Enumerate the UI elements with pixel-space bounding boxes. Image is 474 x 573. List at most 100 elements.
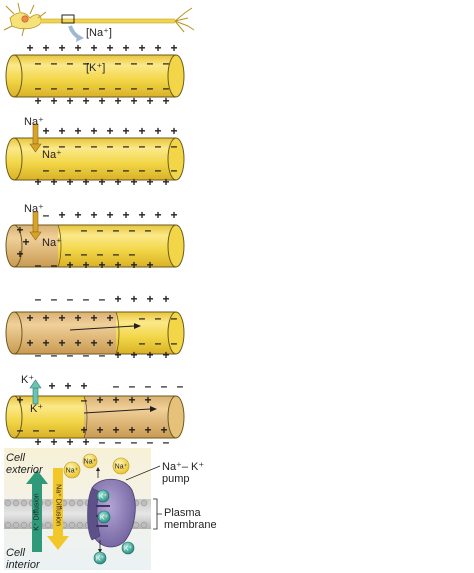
k-label-axon5-inside: K⁺: [30, 403, 44, 415]
outer-plus-sign: +: [146, 292, 153, 306]
inner-plus-sign: +: [80, 423, 87, 437]
na-ion-label: Na⁺: [66, 468, 79, 475]
outer-plus-sign: +: [80, 379, 87, 393]
zoom-box: [61, 14, 75, 24]
outer-minus-sign: –: [35, 292, 42, 306]
inner-plus-sign: +: [144, 423, 151, 437]
outer-plus-sign: +: [34, 94, 41, 108]
na-k-pump: [87, 478, 136, 548]
neuron-illustration: [3, 2, 195, 37]
inner-plus-sign: +: [90, 311, 97, 325]
outer-minus-sign: –: [145, 379, 152, 393]
inner-minus-sign: –: [81, 223, 88, 237]
outer-plus-sign: +: [122, 124, 129, 138]
inner-minus-sign: –: [75, 163, 82, 177]
k-ion-label: K⁺: [124, 546, 133, 553]
outer-plus-sign: +: [154, 124, 161, 138]
outer-minus-sign: –: [161, 379, 168, 393]
outer-plus-sign: +: [170, 41, 177, 55]
outer-plus-sign: +: [130, 258, 137, 272]
outer-minus-sign: –: [35, 348, 42, 362]
inner-minus-sign: –: [139, 311, 146, 325]
inner-minus-sign: –: [35, 81, 42, 95]
lipid-head: [76, 499, 84, 507]
outer-minus-sign: –: [51, 292, 58, 306]
outer-minus-sign: –: [67, 348, 74, 362]
inner-minus-sign: –: [171, 139, 178, 153]
k-ion: [121, 541, 135, 555]
outer-plus-sign: +: [106, 41, 113, 55]
inner-plus-sign: +: [96, 423, 103, 437]
k-label-axon5-outside: K⁺: [21, 374, 35, 386]
outer-plus-sign: +: [42, 124, 49, 138]
lipid-head: [20, 521, 28, 529]
outer-minus-sign: –: [99, 292, 106, 306]
inner-minus-sign: –: [171, 311, 178, 325]
lipid-head: [68, 499, 76, 507]
lipid-head: [68, 521, 76, 529]
outer-plus-sign: +: [146, 94, 153, 108]
outer-plus-sign: +: [130, 292, 137, 306]
outer-minus-sign: –: [51, 348, 58, 362]
inner-minus-sign: –: [43, 139, 50, 153]
axon-propagating: –––––++++++++++–––++++++––––––––++++: [5, 292, 185, 362]
outer-plus-sign: +: [114, 258, 121, 272]
inner-minus-sign: –: [155, 139, 162, 153]
inner-minus-sign: –: [123, 163, 130, 177]
outer-plus-sign: +: [98, 94, 105, 108]
inner-minus-sign: –: [171, 163, 178, 177]
inner-plus-sign: +: [58, 336, 65, 350]
inner-minus-sign: –: [91, 139, 98, 153]
outer-plus-sign: +: [106, 124, 113, 138]
lipid-head: [4, 499, 12, 507]
outer-plus-sign: +: [48, 379, 55, 393]
inner-minus-sign: –: [59, 139, 66, 153]
outer-plus-sign: +: [162, 348, 169, 362]
outer-plus-sign: +: [66, 175, 73, 189]
inner-plus-sign: +: [42, 311, 49, 325]
lipid-head: [140, 499, 148, 507]
outer-plus-sign: +: [58, 124, 65, 138]
inner-minus-sign: –: [163, 56, 170, 70]
inner-minus-sign: –: [131, 56, 138, 70]
outer-plus-sign: +: [146, 258, 153, 272]
inner-minus-sign: –: [123, 139, 130, 153]
na-ion: [63, 461, 81, 479]
outer-plus-sign: +: [122, 41, 129, 55]
outer-plus-sign: +: [138, 41, 145, 55]
inner-minus-sign: –: [83, 81, 90, 95]
outer-plus-sign: +: [114, 292, 121, 306]
outer-plus-sign: +: [138, 208, 145, 222]
outer-plus-sign: +: [50, 94, 57, 108]
na-ion-label: Na⁺: [84, 459, 97, 466]
outer-plus-sign: +: [50, 175, 57, 189]
k-ion: [97, 510, 111, 524]
inner-minus-sign: –: [67, 81, 74, 95]
inner-minus-sign: –: [51, 56, 58, 70]
outer-plus-sign: +: [74, 124, 81, 138]
k-concentration-label: [K⁺]: [86, 62, 106, 74]
na-label-axon2-outside: Na⁺: [24, 116, 44, 128]
axon-repolarizing: +++–––––+–++++–––++++++++++–––––: [5, 379, 185, 449]
inner-minus-sign: –: [35, 56, 42, 70]
outer-plus-sign: +: [170, 208, 177, 222]
inner-minus-sign: –: [81, 247, 88, 261]
lipid-head: [12, 499, 20, 507]
inner-plus-sign: +: [106, 336, 113, 350]
inner-minus-sign: –: [147, 81, 154, 95]
outer-minus-sign: –: [147, 435, 154, 449]
inner-minus-sign: –: [147, 56, 154, 70]
inner-minus-sign: –: [113, 247, 120, 261]
outer-plus-sign: +: [162, 175, 169, 189]
inner-minus-sign: –: [107, 139, 114, 153]
inner-plus-sign: +: [74, 311, 81, 325]
outer-plus-sign: +: [58, 41, 65, 55]
na-ion: [82, 453, 98, 469]
k-diffusion-arrow: [32, 482, 42, 552]
outer-plus-sign: +: [82, 175, 89, 189]
inner-minus-sign: –: [107, 163, 114, 177]
na-diffusion-label: Na⁺ Diffusion: [54, 484, 62, 526]
outer-plus-sign: +: [98, 258, 105, 272]
inner-plus-sign: +: [16, 247, 23, 261]
outer-minus-sign: –: [99, 348, 106, 362]
